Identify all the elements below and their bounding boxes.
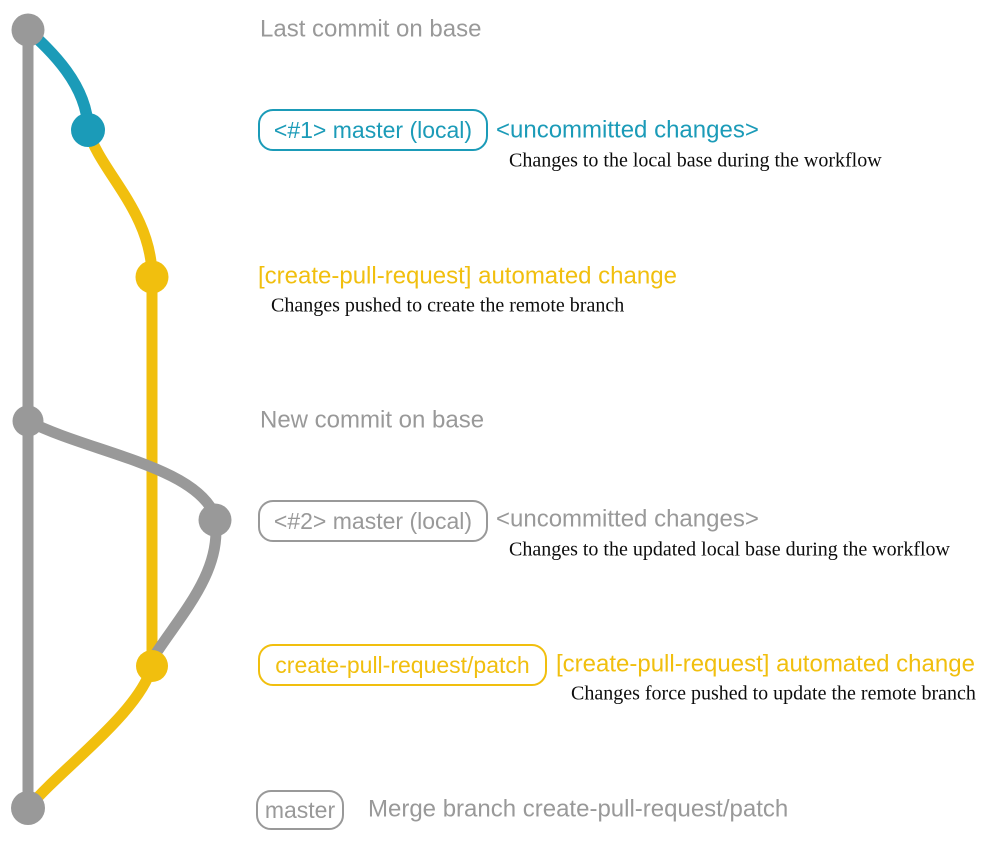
label-last-commit: Last commit on base <box>260 15 482 43</box>
branch-tag-label: <#2> master (local) <box>273 507 473 534</box>
desc-automated-1: Changes pushed to create the remote bran… <box>271 294 625 317</box>
branch-tag-master-local-1: <#1> master (local) <box>258 109 488 151</box>
rebase-curve <box>147 514 222 664</box>
label-merge: Merge branch create-pull-request/patch <box>368 795 789 823</box>
updated-base-curve <box>22 415 221 522</box>
commit-node-merge <box>11 791 45 825</box>
local-branch-curve <box>22 24 94 136</box>
commit-node-local-2 <box>198 503 232 537</box>
branch-tag-label: create-pull-request/patch <box>275 651 530 678</box>
patch-branch-curve-top <box>82 124 158 283</box>
commit-node-local-1 <box>71 113 105 147</box>
desc-automated-2: Changes force pushed to update the remot… <box>571 682 976 705</box>
label-uncommitted-1: <uncommitted changes> <box>496 116 759 144</box>
branch-tag-master-local-2: <#2> master (local) <box>258 500 488 542</box>
branch-tag-master: master <box>256 790 344 830</box>
commit-node-new-base <box>12 405 44 437</box>
patch-branch-merge-curve <box>24 660 158 812</box>
commit-node-patch-2 <box>136 650 168 682</box>
label-new-commit: New commit on base <box>260 406 485 434</box>
label-automated-2: [create-pull-request] automated change <box>556 650 975 678</box>
desc-uncommitted-2: Changes to the updated local base during… <box>509 538 950 561</box>
branch-tag-label: master <box>264 796 336 823</box>
desc-uncommitted-1: Changes to the local base during the wor… <box>509 149 882 172</box>
label-uncommitted-2: <uncommitted changes> <box>496 505 759 533</box>
commit-node-patch-1 <box>135 260 169 294</box>
branch-tag-label: <#1> master (local) <box>273 116 473 143</box>
commit-node-last-base <box>11 13 45 47</box>
label-automated-1: [create-pull-request] automated change <box>258 262 677 290</box>
branch-tag-patch: create-pull-request/patch <box>258 644 547 686</box>
